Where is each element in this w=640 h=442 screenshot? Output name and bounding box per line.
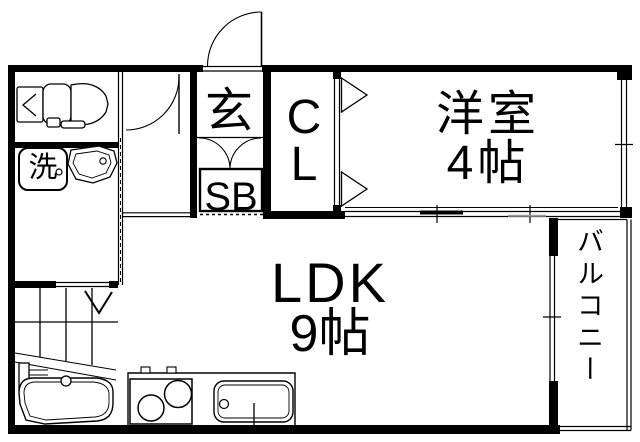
western-room-label: 洋室 4帖 [350,90,626,188]
stairs-icon [14,288,118,381]
washbasin-icon [67,145,118,184]
washing-machine-label: 洗 [28,152,58,184]
shoebox-cabinet [198,167,264,213]
closet-doors-icon [340,76,369,208]
toilet-icon [16,82,109,129]
balcony-label: バルコニー [573,227,603,387]
ldk-label: LDK 9帖 [130,251,530,363]
kitchen-sink-icon [213,380,294,427]
entrance-door-icon [206,11,263,67]
washing-machine-icon [18,147,68,191]
genkan-label: 玄 [204,85,253,138]
ldk-size: 9帖 [289,305,371,363]
hall-door-icon [125,74,180,134]
western-room-size: 4帖 [446,137,530,190]
window-icon [203,65,633,381]
closet-label: C L [274,91,334,191]
western-room-name: 洋室 [435,88,540,141]
stove-icon [129,378,193,425]
shoebox-doors-icon [198,137,264,213]
balcony-railing [558,218,632,432]
walls [8,65,632,434]
shoebox-label: SB [204,175,258,219]
partition-lines [56,72,341,288]
closet-letter-l: L [290,138,318,191]
kitchen-counter [127,366,296,427]
ldk-name: LDK [271,251,389,314]
bathtub-icon [18,362,114,425]
closet-letter-c: C [286,91,322,144]
